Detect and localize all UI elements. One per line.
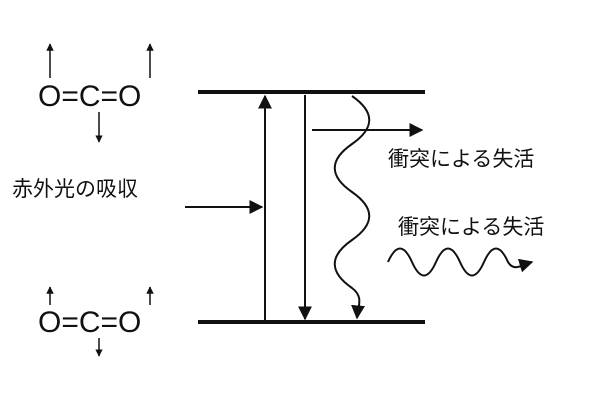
wavy-decay-arrow (333, 95, 371, 320)
quench-lower-label: 衝突による失活 (398, 215, 544, 239)
co2-top-formula: O=C=O (38, 80, 141, 113)
wavy-horizontal-arrow (387, 247, 534, 277)
co2-bottom-formula: O=C=O (38, 306, 141, 339)
absorption-label: 赤外光の吸収 (12, 177, 138, 201)
quench-upper-label: 衝突による失活 (388, 147, 534, 171)
